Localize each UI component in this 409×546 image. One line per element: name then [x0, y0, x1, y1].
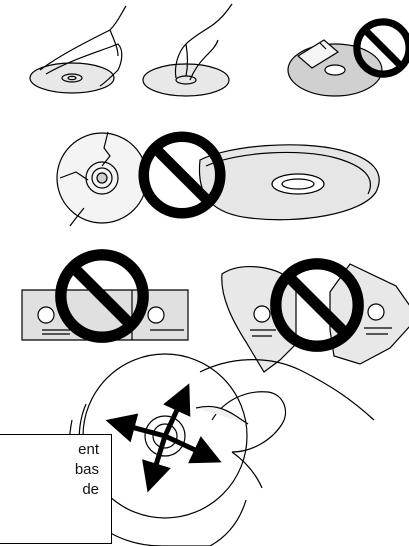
- prohibition-icon: [357, 22, 409, 74]
- disc-finger-in-hole: [143, 4, 232, 96]
- note-line-2: bas: [0, 460, 99, 480]
- hand-holding-disc: [69, 354, 374, 546]
- warped-disc: [199, 145, 379, 220]
- disc-held-flat: [30, 6, 126, 93]
- note-text-box: ent bas de: [0, 434, 112, 544]
- cracked-disc: [57, 132, 147, 226]
- note-line-3: de: [0, 480, 99, 500]
- note-line-1: ent: [0, 440, 99, 460]
